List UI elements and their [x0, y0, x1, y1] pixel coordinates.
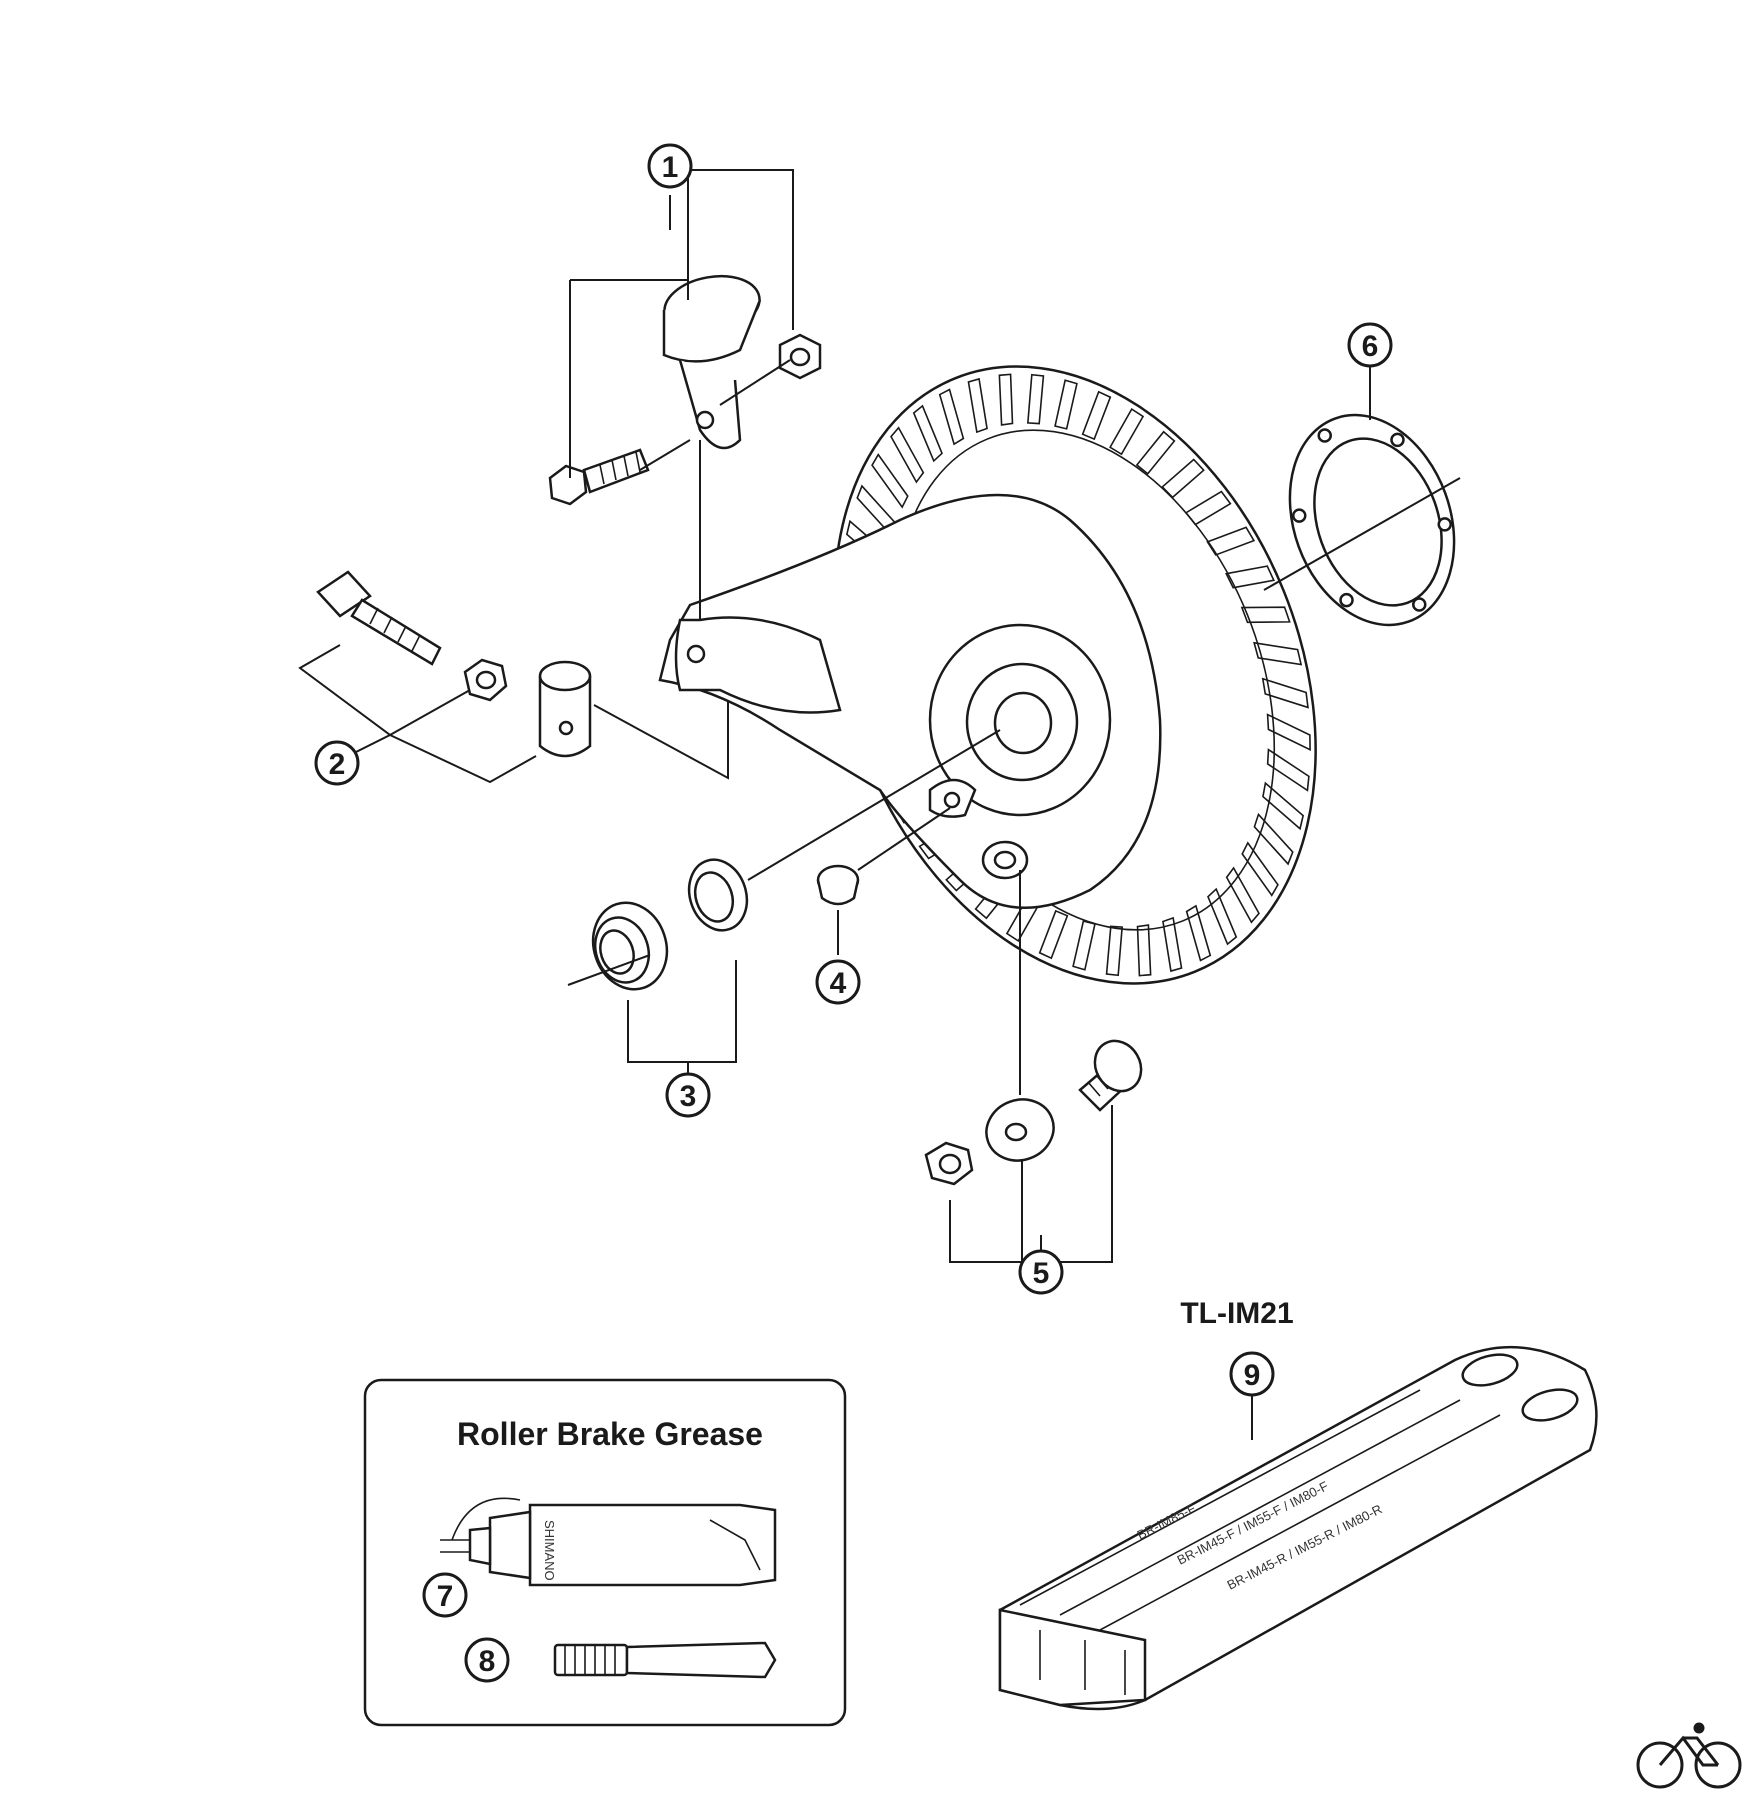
callout-4-label: 4 — [830, 967, 847, 1000]
cooling-fin — [1240, 606, 1291, 624]
callout-6: 6 — [1347, 322, 1393, 368]
seal-plate-hole — [1317, 428, 1332, 443]
cooling-fin — [890, 426, 925, 484]
cooling-fin — [967, 377, 988, 434]
hub-seal-assembly — [591, 858, 749, 991]
cooling-fin — [1161, 458, 1205, 499]
cooling-fin — [1105, 925, 1124, 977]
brake-body — [658, 365, 1317, 985]
cooling-fin — [1241, 841, 1279, 897]
callout-5: 5 — [1018, 1249, 1064, 1295]
seal-plate-hole — [1292, 508, 1307, 523]
cooling-fin — [1225, 565, 1275, 589]
cooling-fin — [998, 373, 1014, 426]
callout-4: 4 — [815, 959, 861, 1005]
callout-2-label: 2 — [329, 748, 346, 781]
cooling-fin — [1135, 430, 1176, 475]
cooling-fin — [1253, 812, 1294, 866]
seal-plate-hole — [1412, 597, 1427, 612]
seal-plate-hole — [1390, 432, 1405, 448]
cooling-fin — [1225, 866, 1260, 924]
cooling-fin — [871, 453, 909, 509]
cooling-fin — [1253, 641, 1303, 666]
grease-tube: SHIMANO — [440, 1497, 777, 1587]
cable-adjuster-assembly — [316, 570, 592, 758]
tool-title: TL-IM21 — [1180, 1297, 1293, 1330]
cooling-fin — [1206, 526, 1256, 556]
cooling-fin — [1162, 916, 1183, 973]
callout-3: 3 — [665, 1072, 711, 1118]
callout-9: 9 — [1229, 1351, 1275, 1397]
cooling-fin — [1184, 490, 1232, 526]
cooling-fin — [1185, 904, 1212, 962]
bicycle-logo-icon — [1636, 1722, 1742, 1789]
cooling-fin — [1026, 373, 1045, 425]
cooling-fin — [912, 404, 943, 463]
cooling-fin — [1136, 924, 1152, 977]
cooling-fin — [1054, 379, 1078, 430]
callout-1-label: 1 — [662, 151, 679, 184]
band-clamp-assembly — [548, 274, 822, 506]
callout-8: 8 — [464, 1637, 510, 1683]
callout-7: 7 — [422, 1572, 468, 1618]
cooling-fin — [1207, 887, 1238, 946]
callout-9-label: 9 — [1244, 1359, 1261, 1392]
grease-box-title: Roller Brake Grease — [457, 1416, 763, 1452]
callout-6-label: 6 — [1362, 330, 1379, 363]
grease-plug — [816, 864, 860, 906]
cooling-fin — [1109, 407, 1145, 456]
callout-5-label: 5 — [1033, 1257, 1050, 1290]
cooling-fin — [938, 388, 965, 446]
cooling-fin — [1266, 713, 1311, 751]
cooling-fin — [1081, 390, 1112, 441]
tl-im21-tool: TL-IM21 BR-IM85-F BR-IM45-F / IM55-F / I… — [998, 1297, 1598, 1711]
callout-3-label: 3 — [680, 1080, 697, 1113]
callout-7-label: 7 — [437, 1580, 454, 1613]
callout-8-label: 8 — [479, 1645, 496, 1678]
grease-tube-label: SHIMANO — [542, 1520, 557, 1581]
grease-brush — [553, 1641, 777, 1679]
fixing-bolt-assembly — [924, 1039, 1143, 1186]
callout-2: 2 — [314, 740, 360, 786]
cooling-fin — [1262, 781, 1305, 831]
callout-1: 1 — [647, 143, 693, 189]
cooling-fin — [1266, 748, 1310, 792]
seal-plate — [1288, 413, 1456, 627]
cooling-fin — [1072, 920, 1096, 971]
cooling-fin — [1038, 909, 1069, 960]
grease-box: Roller Brake Grease SHIMANO — [363, 1378, 847, 1727]
seal-plate-hole — [1339, 592, 1354, 608]
cooling-fin — [1261, 677, 1309, 709]
seal-plate-hole — [1437, 517, 1452, 532]
